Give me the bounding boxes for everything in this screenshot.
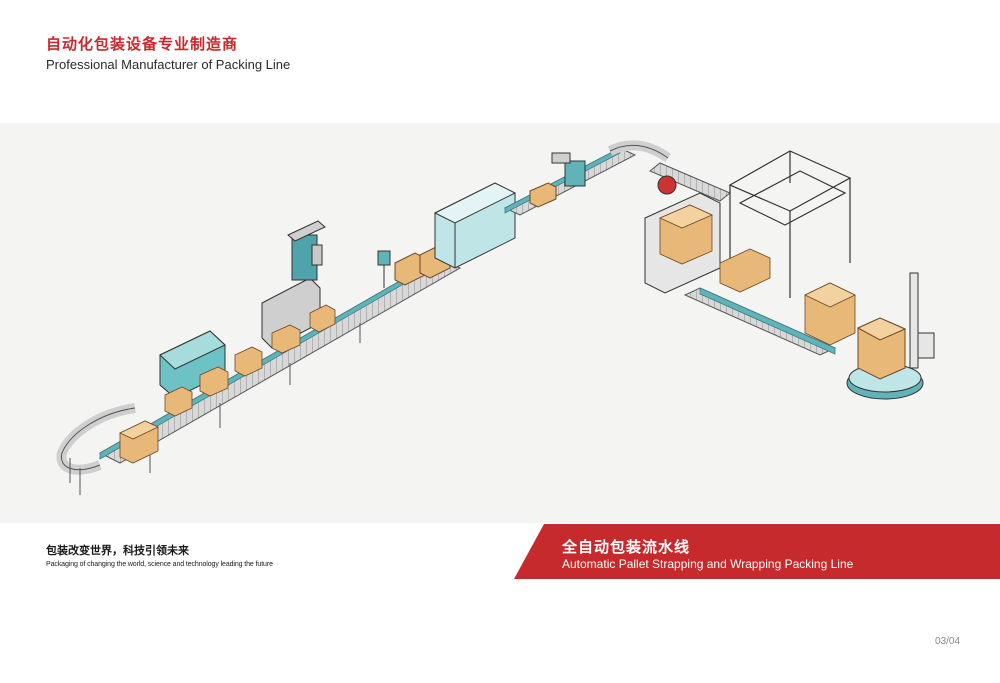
company-title-en: Professional Manufacturer of Packing Lin… xyxy=(46,57,291,72)
main-conveyor-middle xyxy=(503,147,637,216)
product-title-en: Automatic Pallet Strapping and Wrapping … xyxy=(562,557,854,571)
header: 自动化包装设备专业制造商 Professional Manufacturer o… xyxy=(46,36,290,73)
middle-enclosure xyxy=(433,182,517,269)
boxes-left xyxy=(119,304,336,464)
robot-arm-station xyxy=(261,220,326,349)
curved-conveyor xyxy=(56,403,136,495)
top-curve-conveyor xyxy=(607,140,731,202)
company-title-cn: 自动化包装设备专业制造商 xyxy=(46,36,239,53)
slogan-en: Packaging of changing the world, science… xyxy=(46,561,273,568)
product-title-cn: 全自动包装流水线 xyxy=(562,539,691,556)
product-banner: 全自动包装流水线 Automatic Pallet Strapping and … xyxy=(514,524,1000,579)
pallet-stacks xyxy=(659,204,856,346)
palletizer-frame xyxy=(728,150,852,298)
illustration-band xyxy=(0,123,1000,523)
slogan-cn: 包装改变世界，科技引领未来 xyxy=(46,545,189,557)
packing-line-illustration xyxy=(56,140,935,495)
page-number: 03/04 xyxy=(935,636,961,647)
wrapping-machine xyxy=(846,272,935,400)
exit-conveyor xyxy=(683,287,837,356)
slogan: 包装改变世界，科技引领未来 Packaging of changing the … xyxy=(46,544,273,570)
